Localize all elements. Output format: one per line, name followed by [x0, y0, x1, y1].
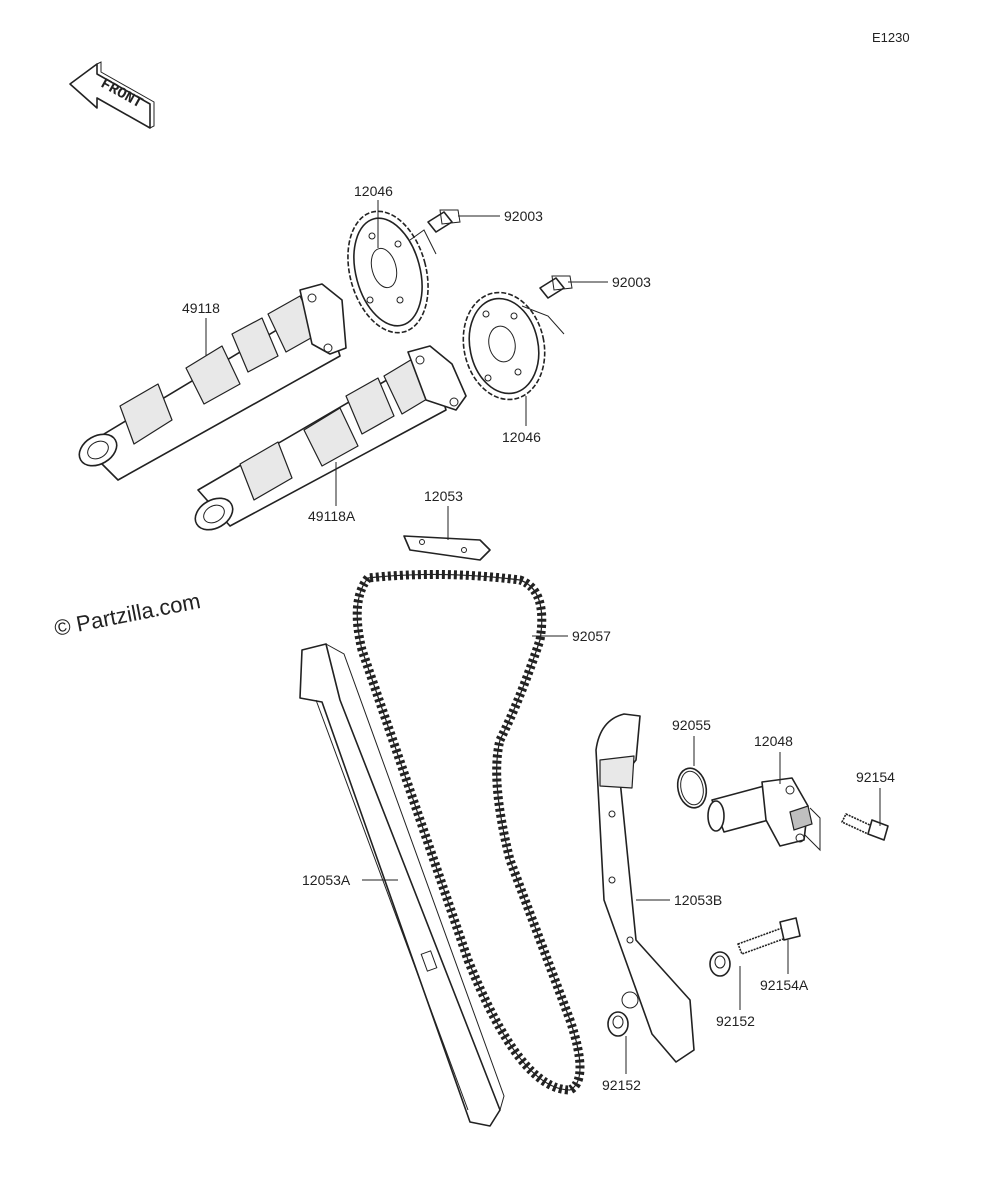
collar-92152-left[interactable]	[607, 1011, 629, 1037]
leader-lines	[205, 200, 881, 1074]
front-arrow-icon: FRONT	[69, 61, 155, 129]
part-label: 92154	[856, 769, 895, 785]
bolt-92003-lower[interactable]	[539, 275, 573, 299]
chain-guide-12053[interactable]	[403, 535, 491, 561]
part-label: 92152	[602, 1077, 641, 1093]
chain-guide-12053a[interactable]	[299, 643, 505, 1127]
part-label: 12048	[754, 733, 793, 749]
part-label: 92154A	[760, 977, 809, 993]
part-label: 92057	[572, 628, 611, 644]
part-label: 49118	[182, 300, 220, 316]
bolt-92154[interactable]	[841, 813, 889, 841]
collar-92152-right[interactable]	[709, 951, 731, 977]
diagram-code: E1230	[872, 30, 910, 45]
part-label: 92003	[612, 274, 651, 290]
part-label: 49118A	[308, 508, 356, 524]
chain-tensioner-12048[interactable]	[707, 777, 821, 852]
part-label: 12046	[354, 183, 393, 199]
part-label: 92055	[672, 717, 711, 733]
o-ring-92055[interactable]	[674, 766, 710, 811]
part-label: 12053B	[674, 892, 722, 908]
camshaft-49118[interactable]	[74, 283, 347, 481]
cam-chain-92057[interactable]	[352, 569, 585, 1095]
part-label: 12053	[424, 488, 463, 504]
part-label: 12046	[502, 429, 541, 445]
part-label: 92003	[504, 208, 543, 224]
chain-guide-12053b[interactable]	[595, 713, 695, 1063]
part-label: 92152	[716, 1013, 755, 1029]
watermark-text: © Partzilla.com	[52, 588, 202, 641]
cam-sprocket-lower[interactable]	[454, 285, 565, 407]
cam-sprocket-upper[interactable]	[335, 202, 441, 341]
bolt-92154a[interactable]	[737, 917, 801, 955]
camshaft-49118a[interactable]	[190, 345, 467, 536]
bolt-92003-upper[interactable]	[427, 209, 461, 233]
part-label: 12053A	[302, 872, 351, 888]
